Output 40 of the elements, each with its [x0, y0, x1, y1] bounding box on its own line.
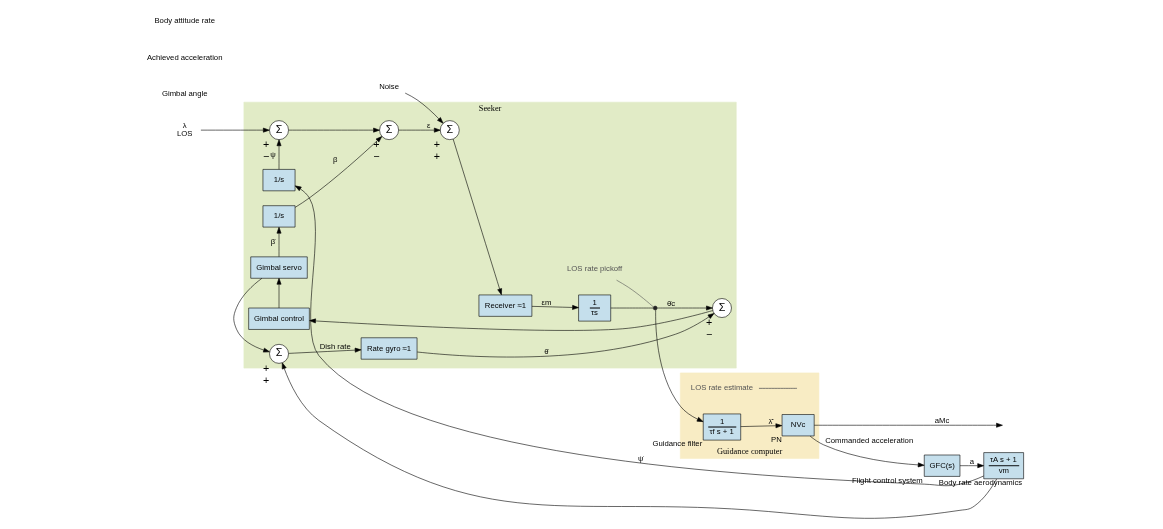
- node-label: +: [372, 138, 379, 151]
- node-circle: [652, 305, 657, 311]
- arrow: [276, 278, 281, 309]
- connector: [610, 307, 653, 309]
- node-label: +: [262, 373, 269, 386]
- arrow: [739, 423, 782, 429]
- node-label: −: [705, 328, 712, 341]
- arrow: [397, 127, 441, 133]
- node-circle: Σ: [268, 120, 289, 140]
- node-label: +: [262, 138, 269, 151]
- arrow: [452, 138, 502, 296]
- arrow: [276, 226, 281, 257]
- node-label: +: [705, 316, 712, 329]
- node-circle: Σ: [439, 120, 460, 140]
- arrow: [531, 305, 579, 310]
- node-circle: Σ: [378, 120, 399, 140]
- node-label: +: [433, 150, 440, 163]
- node-circle: Σ: [268, 344, 289, 364]
- arrow: [281, 362, 997, 519]
- arrow: [287, 347, 361, 354]
- node-label: +: [433, 138, 440, 151]
- arrow: [294, 185, 984, 486]
- node-label: −: [372, 150, 379, 163]
- node-circle: Σ: [711, 298, 732, 318]
- arrow: [276, 139, 281, 170]
- arrow: [404, 92, 443, 124]
- node-label: −: [262, 150, 269, 163]
- connector: [615, 279, 654, 308]
- arrow: [654, 309, 703, 422]
- arrow: [200, 127, 270, 133]
- arrow: [813, 422, 1003, 428]
- arrow: [287, 127, 380, 133]
- arrow: [656, 305, 713, 311]
- arrow: [959, 463, 984, 469]
- arrow: [416, 313, 714, 358]
- arrow: [294, 136, 382, 208]
- arrow: [809, 435, 924, 468]
- arrow: [232, 278, 270, 353]
- connector: [758, 387, 797, 389]
- arrow: [308, 310, 713, 331]
